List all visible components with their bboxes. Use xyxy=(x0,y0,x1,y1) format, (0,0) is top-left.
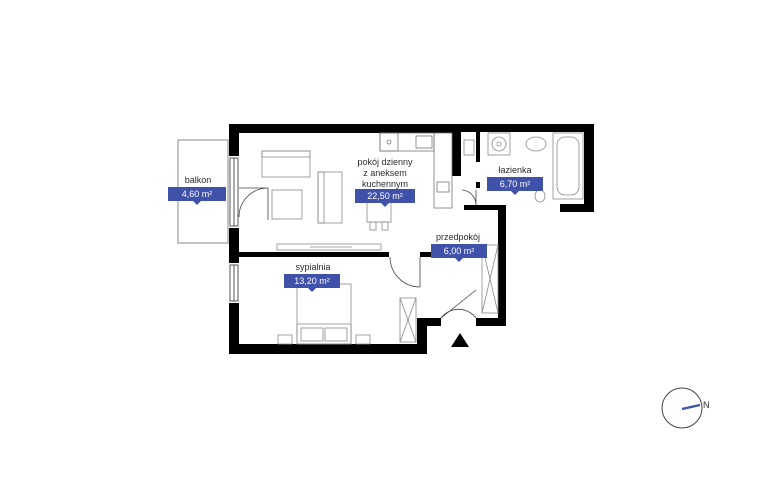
compass-needle xyxy=(681,403,701,411)
bathroom-area-badge: 6,70 m² xyxy=(487,177,543,195)
balkon-area-badge: 4,60 m² xyxy=(168,187,226,205)
kitchen-fittings xyxy=(379,132,453,209)
windows xyxy=(229,157,239,302)
living-room-label-line-2: z aneksem xyxy=(363,168,407,178)
living-room-label: pokój dzienny z aneksem kuchennym xyxy=(350,157,420,190)
door-swings xyxy=(238,187,477,319)
hall-area-badge: 6,00 m² xyxy=(431,244,487,262)
bathroom-label: łazienka xyxy=(498,165,532,175)
compass-ring xyxy=(661,387,703,429)
hall-label: przedpokój xyxy=(435,232,481,242)
bedroom-area-badge: 13,20 m² xyxy=(284,274,340,292)
living-room-area-badge: 22,50 m² xyxy=(355,189,415,207)
entrance-arrow xyxy=(451,333,469,347)
interior-walls xyxy=(239,132,480,257)
living-room-label-line-1: pokój dzienny xyxy=(357,157,413,167)
bed xyxy=(277,283,371,345)
living-room-label-line-3: kuchennym xyxy=(361,179,409,189)
living-furniture xyxy=(261,150,392,251)
wardrobes xyxy=(399,244,499,343)
balkon-label: balkon xyxy=(184,175,212,185)
bathroom-fittings xyxy=(463,132,584,203)
compass-north-letter: N xyxy=(703,400,710,410)
compass xyxy=(661,387,703,429)
exterior-walls xyxy=(229,124,594,354)
bedroom-label: sypialnia xyxy=(295,262,331,272)
